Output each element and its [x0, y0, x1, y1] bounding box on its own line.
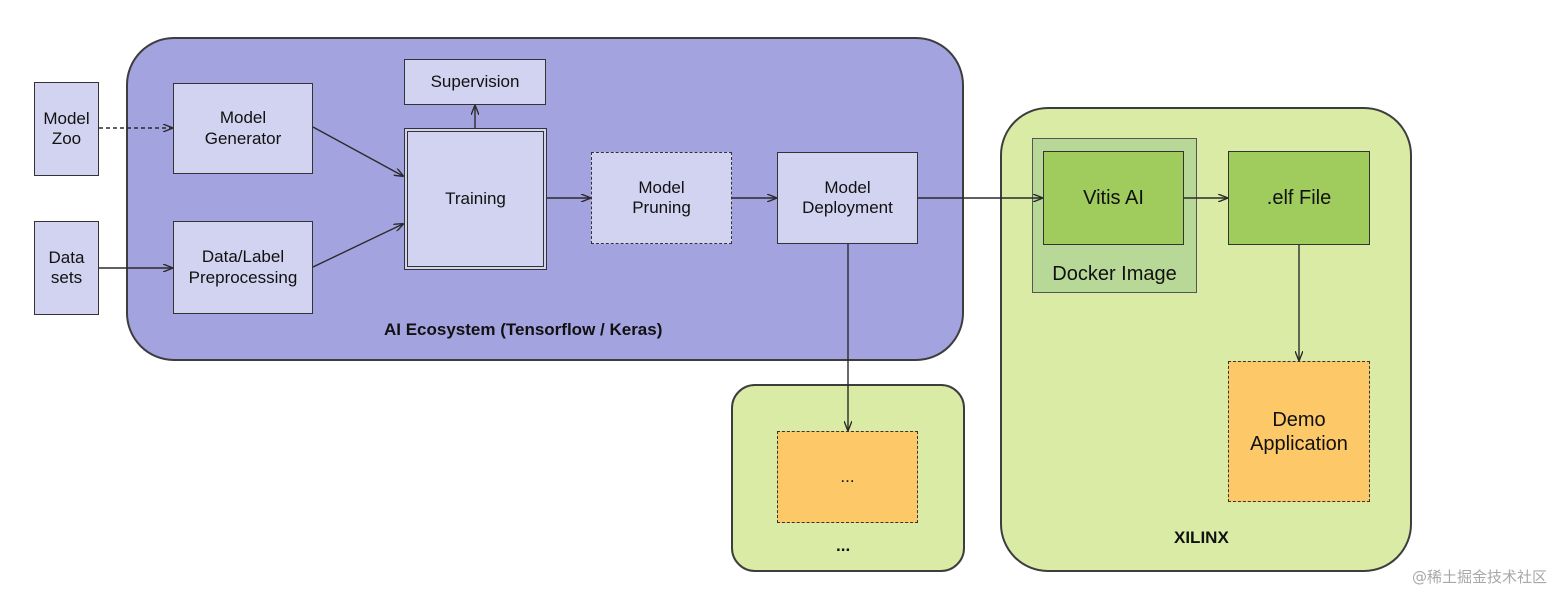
model-zoo-label: Model Zoo — [43, 108, 90, 148]
model-pruning-node: Model Pruning — [591, 152, 732, 244]
data-label-preprocessing-node: Data/Label Preprocessing — [173, 221, 313, 314]
other-target-node-label: ... — [840, 466, 855, 486]
model-generator-label: Model Generator — [204, 108, 282, 148]
model-pruning-label: Model Pruning — [632, 177, 691, 217]
watermark-text: @稀土掘金技术社区 — [1411, 568, 1547, 586]
training-node: Training — [404, 128, 547, 270]
data-sets-node: Data sets — [34, 221, 99, 315]
model-deployment-label: Model Deployment — [802, 177, 893, 217]
ai-ecosystem-label: AI Ecosystem (Tensorflow / Keras) — [384, 320, 663, 339]
model-deployment-node: Model Deployment — [777, 152, 918, 244]
supervision-label: Supervision — [430, 71, 520, 91]
model-generator-node: Model Generator — [173, 83, 313, 174]
vitis-ai-label: Vitis AI — [1083, 187, 1144, 209]
demo-application-label: Demo Application — [1250, 408, 1348, 455]
data-sets-label: Data sets — [48, 247, 85, 287]
model-zoo-node: Model Zoo — [34, 82, 99, 176]
docker-image-label: Docker Image — [1052, 263, 1177, 285]
supervision-node: Supervision — [404, 59, 546, 105]
vitis-ai-node: Vitis AI — [1043, 151, 1184, 245]
xilinx-label: XILINX — [1174, 528, 1229, 547]
training-label: Training — [445, 188, 506, 208]
demo-application-node: Demo Application — [1228, 361, 1370, 502]
data-label-preprocessing-label: Data/Label Preprocessing — [188, 247, 298, 287]
elf-file-label: .elf File — [1266, 187, 1332, 209]
other-target-node: ... — [777, 431, 918, 523]
other-target-label: ... — [836, 536, 851, 555]
elf-file-node: .elf File — [1228, 151, 1370, 245]
